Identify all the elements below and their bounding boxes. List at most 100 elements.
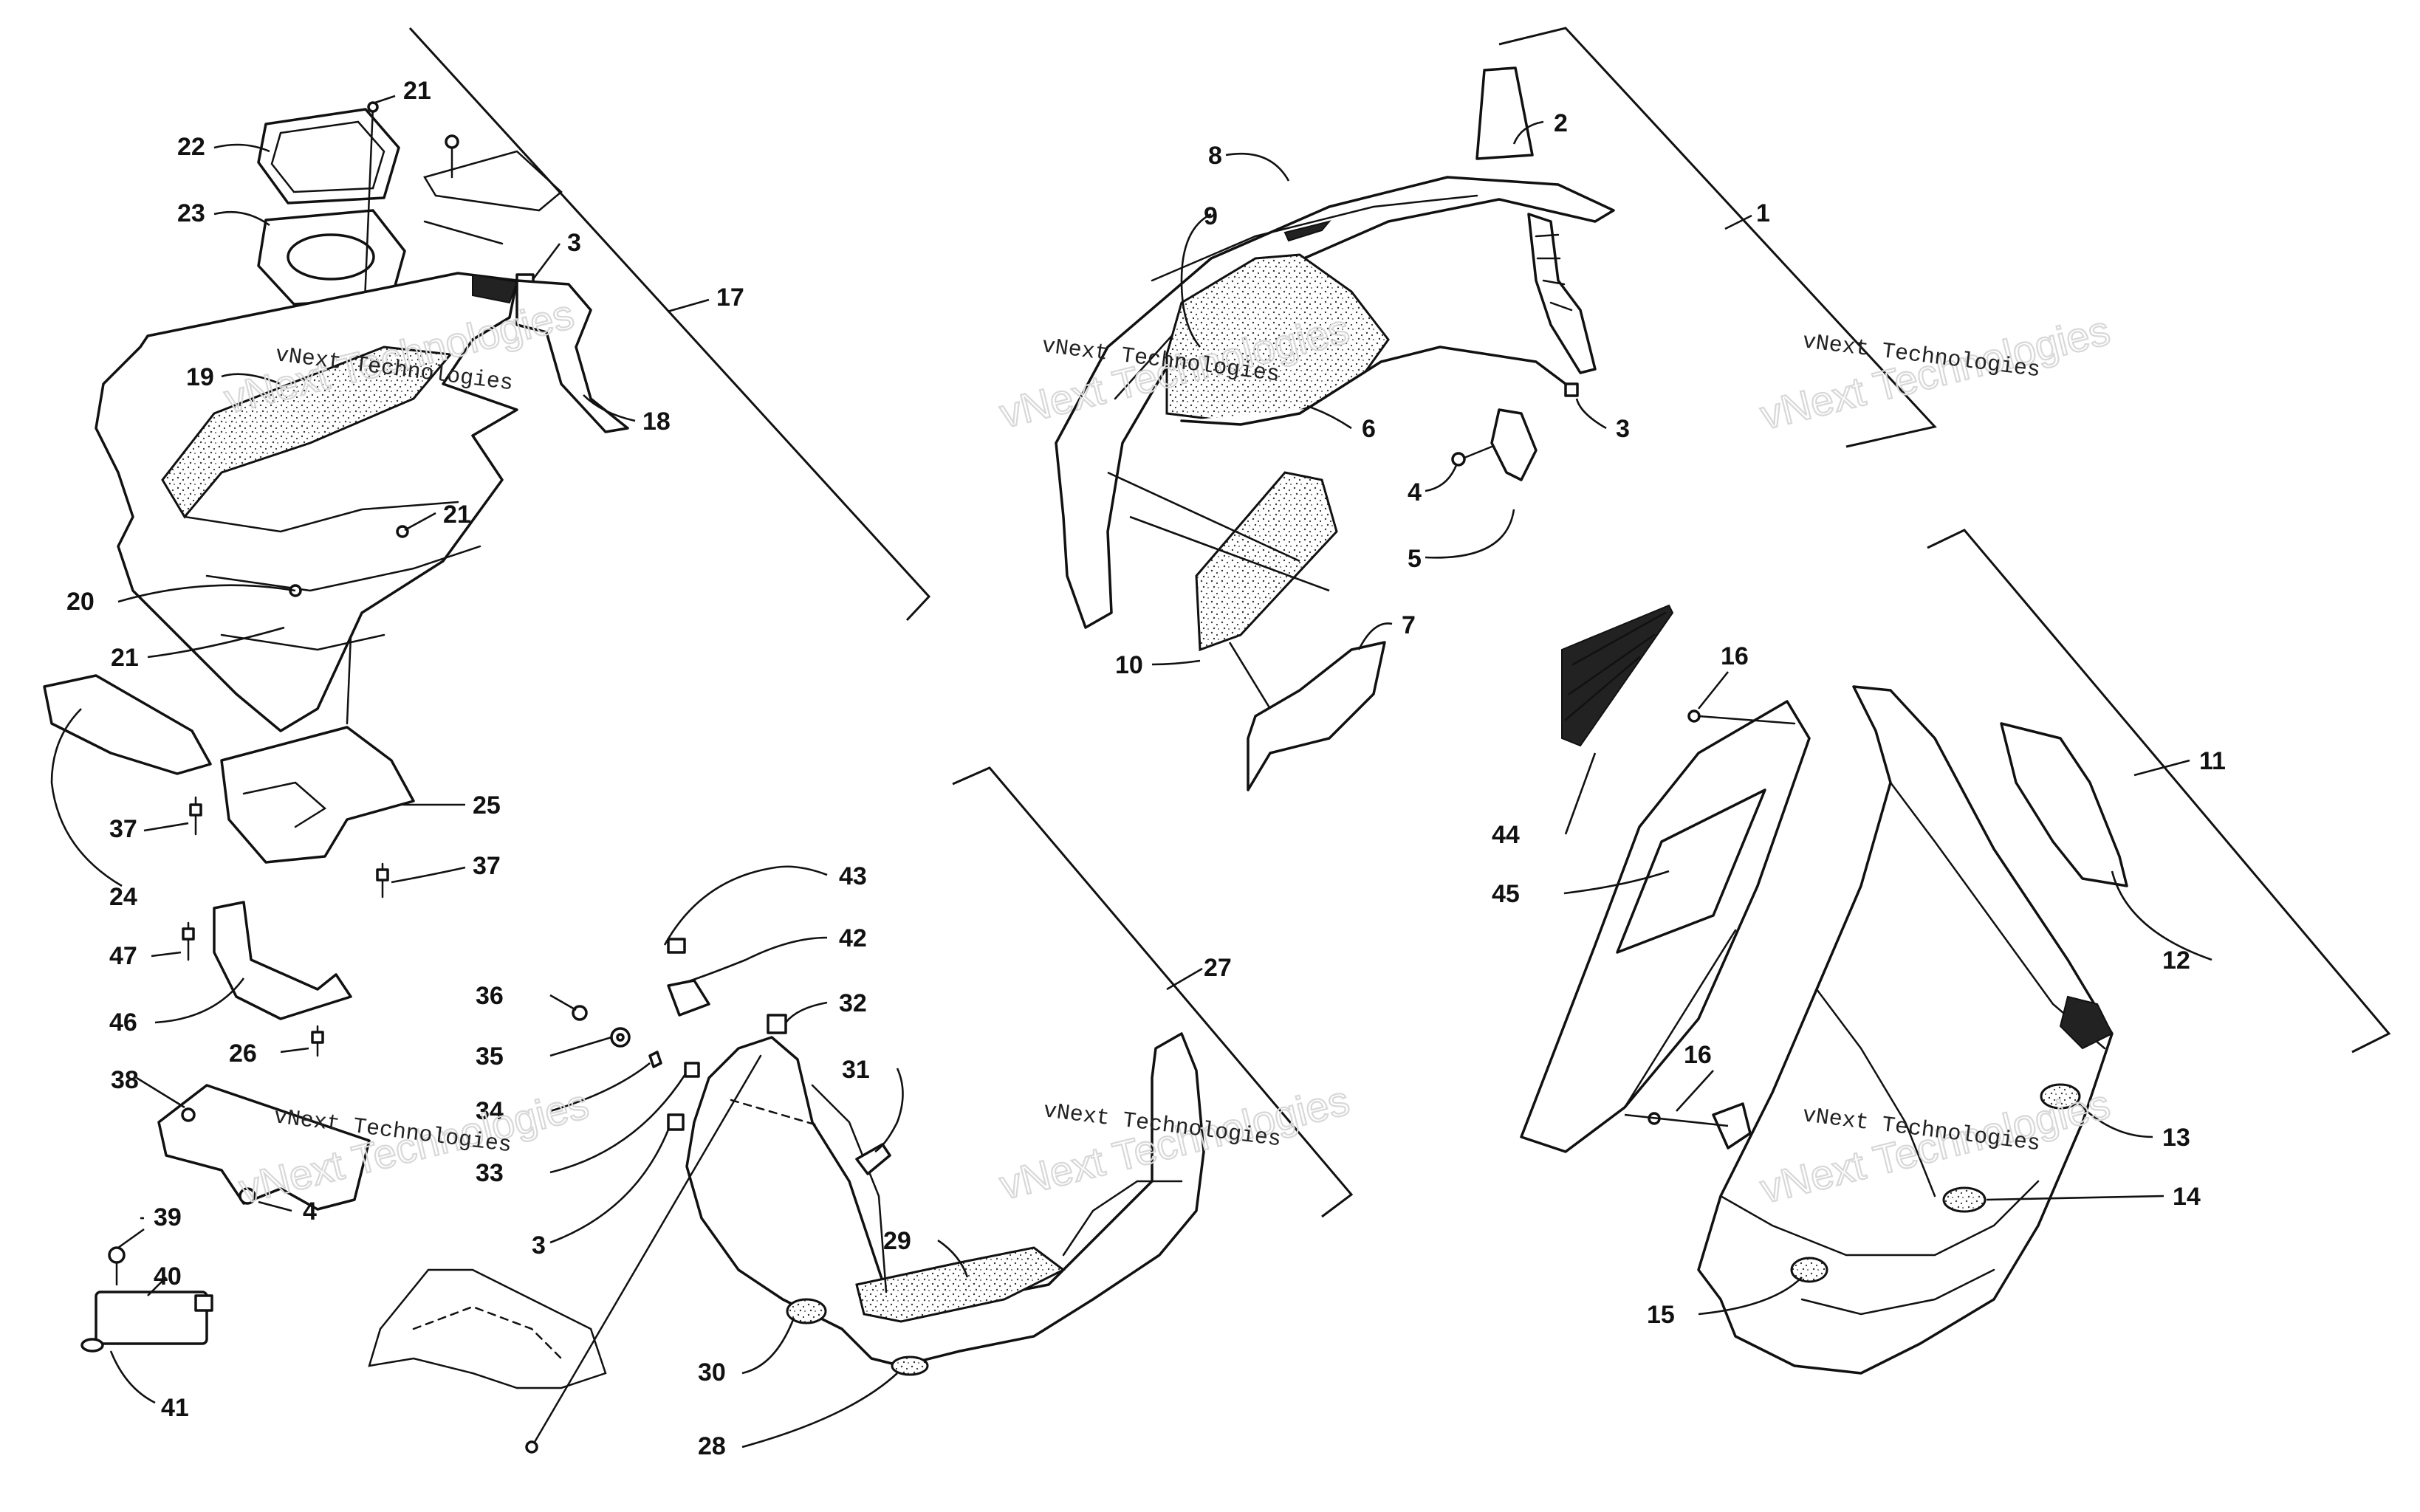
- callout-15: 15: [1647, 1301, 1675, 1329]
- bracket-46: [213, 901, 352, 1020]
- callout-45: 45: [1492, 880, 1520, 908]
- callout-26: 26: [229, 1040, 257, 1068]
- callout-36: 36: [476, 982, 504, 1010]
- callout-2: 2: [1554, 109, 1568, 137]
- callout-4-mid: 4: [1408, 478, 1422, 506]
- console-foam-19: [161, 346, 453, 519]
- hood-11: [1697, 685, 2114, 1375]
- grommet-33: [684, 1062, 700, 1078]
- callout-7: 7: [1402, 611, 1416, 639]
- callout-16-top: 16: [1721, 642, 1749, 670]
- callout-30: 30: [698, 1358, 726, 1386]
- nose-pan: [685, 1032, 1205, 1367]
- windshield-assembly: [1055, 66, 1615, 791]
- left-console-assembly: [43, 101, 629, 1057]
- rail-3: [1527, 213, 1597, 374]
- pad-28: [891, 1355, 929, 1376]
- callout-13: 13: [2162, 1124, 2190, 1152]
- nut-3: [667, 1113, 685, 1131]
- callout-1: 1: [1756, 199, 1770, 227]
- callout-18: 18: [642, 408, 671, 436]
- wire-frame: [368, 1268, 607, 1389]
- callout-42: 42: [839, 924, 867, 952]
- group-bracket-17: [408, 27, 931, 622]
- callout-17: 17: [716, 284, 744, 312]
- callout-27: 27: [1204, 954, 1232, 982]
- callout-37-right: 37: [473, 852, 501, 880]
- callout-10: 10: [1115, 651, 1143, 679]
- clip-31: [855, 1143, 891, 1175]
- group-bracket-11: [1927, 529, 2391, 1054]
- callout-33: 33: [476, 1159, 504, 1187]
- decal-15: [1790, 1257, 1828, 1283]
- pad-30: [786, 1298, 827, 1324]
- decal-14: [1942, 1186, 1987, 1213]
- callout-21-mid: 21: [443, 501, 471, 529]
- callout-14: 14: [2173, 1183, 2201, 1211]
- foam-29: [855, 1246, 1066, 1323]
- windscreen-12: [2000, 722, 2128, 887]
- callout-6: 6: [1362, 415, 1376, 443]
- foam-10: [1195, 471, 1338, 652]
- callout-21-top: 21: [403, 77, 431, 105]
- callout-35: 35: [476, 1042, 504, 1071]
- leader-lines: [50, 94, 2212, 1449]
- callout-20: 20: [66, 588, 95, 616]
- hood-8: [1055, 176, 1615, 629]
- callout-22: 22: [177, 133, 205, 161]
- watermark-big-3: vNext Technologies: [1756, 306, 2114, 438]
- small-bracket: [423, 150, 563, 212]
- callout-32: 32: [839, 989, 867, 1017]
- callout-16-bottom: 16: [1684, 1041, 1712, 1069]
- callout-44: 44: [1492, 821, 1520, 849]
- callout-24: 24: [109, 883, 137, 911]
- group-bracket-1: [1498, 27, 1937, 448]
- callout-25: 25: [473, 791, 501, 819]
- callout-3-left: 3: [567, 229, 581, 257]
- callout-numbers: 1 2 3 3 3 4 4 5 6 7 8 9 10 11 12 13 14 1…: [66, 77, 2226, 1460]
- cover-38: [157, 1084, 371, 1211]
- gasket-22: [257, 108, 400, 205]
- group-bracket-27: [952, 766, 1354, 1218]
- panel-18: [515, 279, 629, 433]
- callout-21-low: 21: [111, 644, 139, 672]
- tag-43: [667, 938, 686, 954]
- trim-7: [1247, 641, 1386, 791]
- callout-34: 34: [476, 1097, 504, 1125]
- decal-13: [2040, 1083, 2081, 1110]
- callout-41: 41: [161, 1394, 189, 1422]
- skid-plate-25: [220, 726, 415, 864]
- callout-47: 47: [109, 942, 137, 970]
- callout-29: 29: [883, 1227, 911, 1255]
- side-panel-24: [43, 674, 212, 775]
- nose-pan-assembly: [368, 938, 1205, 1454]
- callout-43: 43: [839, 862, 867, 890]
- bracket-42: [667, 979, 710, 1017]
- callout-31: 31: [842, 1056, 870, 1084]
- screw-36: [572, 1005, 588, 1021]
- callout-3-bottom: 3: [532, 1231, 546, 1260]
- callout-8: 8: [1208, 142, 1222, 170]
- callout-39: 39: [154, 1203, 182, 1231]
- front-hood-assembly: [1520, 604, 2128, 1375]
- callout-28: 28: [698, 1432, 726, 1460]
- left-bottom-parts: [80, 1084, 371, 1353]
- callout-4-left: 4: [303, 1197, 317, 1226]
- callout-46: 46: [109, 1008, 137, 1037]
- callout-3-mid: 3: [1616, 415, 1630, 443]
- callout-19: 19: [186, 363, 214, 391]
- callout-5: 5: [1408, 545, 1422, 573]
- module-40: [95, 1291, 208, 1345]
- panel-6: [1180, 346, 1567, 426]
- callout-38: 38: [111, 1066, 139, 1094]
- callout-40: 40: [154, 1262, 182, 1291]
- nut-32: [767, 1014, 787, 1034]
- callout-23: 23: [177, 199, 205, 227]
- callout-11: 11: [2199, 747, 2226, 775]
- flap-2: [1475, 66, 1534, 160]
- callout-12: 12: [2162, 946, 2190, 975]
- callout-9: 9: [1204, 202, 1218, 230]
- clip-34: [648, 1051, 662, 1068]
- callout-37-left: 37: [109, 815, 137, 843]
